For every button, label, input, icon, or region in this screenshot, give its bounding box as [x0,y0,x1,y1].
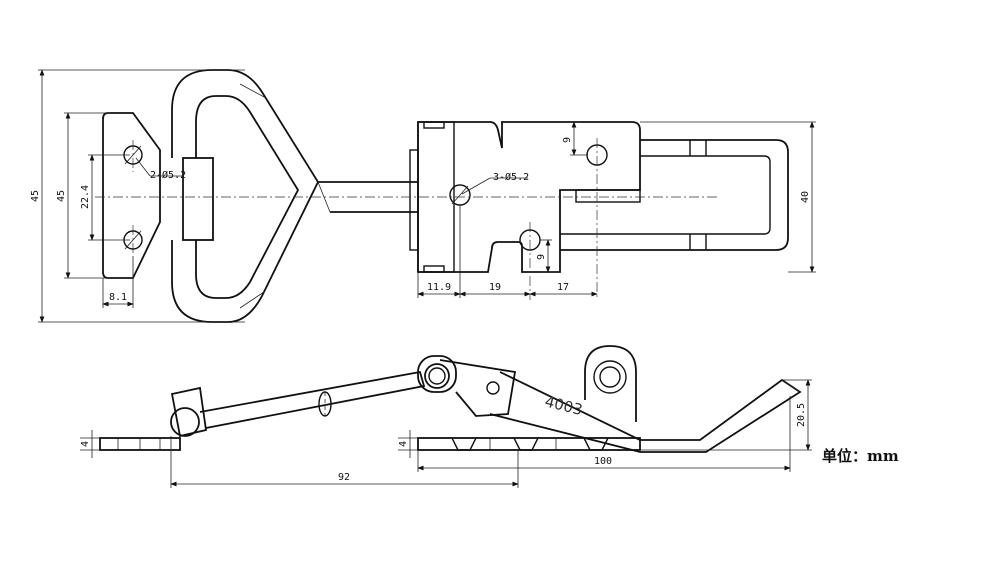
dim-base-span: 45 [56,190,67,202]
bail-arm-side [199,370,426,429]
side-view: 4003 4 4 100 92 20.5 单位：mm [80,345,899,488]
pivot-block [182,157,214,241]
dim-overall-height: 45 [30,190,41,202]
dim-base-hole-pitch: 22.4 [80,185,91,209]
dim-hook-seg-2: 19 [489,282,501,293]
label-hook-holes: 3-Ø5.2 [493,171,529,183]
label-base-holes: 2-Ø5.2 [150,169,186,181]
model-mark: 4003 [543,392,584,419]
dim-base-thickness: 4 [80,441,91,447]
bail-wire-inner [195,95,300,299]
hook-body-outline [417,121,641,273]
dim-hook-width: 40 [800,191,811,203]
hook-eye [584,345,637,422]
dim-base-hole-offset: 8.1 [109,292,127,303]
dim-hook-seg-1: 11.9 [427,282,451,293]
dim-hook-thickness: 4 [398,441,409,447]
hook-arm [560,139,789,251]
dim-hook-tip-height: 20.5 [796,403,807,427]
dim-hook-length: 100 [594,456,612,467]
unit-label: 单位：mm [822,447,899,465]
dim-hook-top-offset: 9 [562,137,573,143]
top-view: 45 45 22.4 8.1 2-Ø5.2 3-Ø5.2 11.9 19 17 [30,69,816,323]
bail-pivot [170,407,200,437]
bail-wire-outer [171,69,320,323]
dim-hook-seg-3: 17 [557,282,569,293]
dim-hook-bottom-offset: 9 [536,254,547,260]
dim-base-to-hook: 92 [338,472,350,483]
base-plate-outline [102,112,161,279]
